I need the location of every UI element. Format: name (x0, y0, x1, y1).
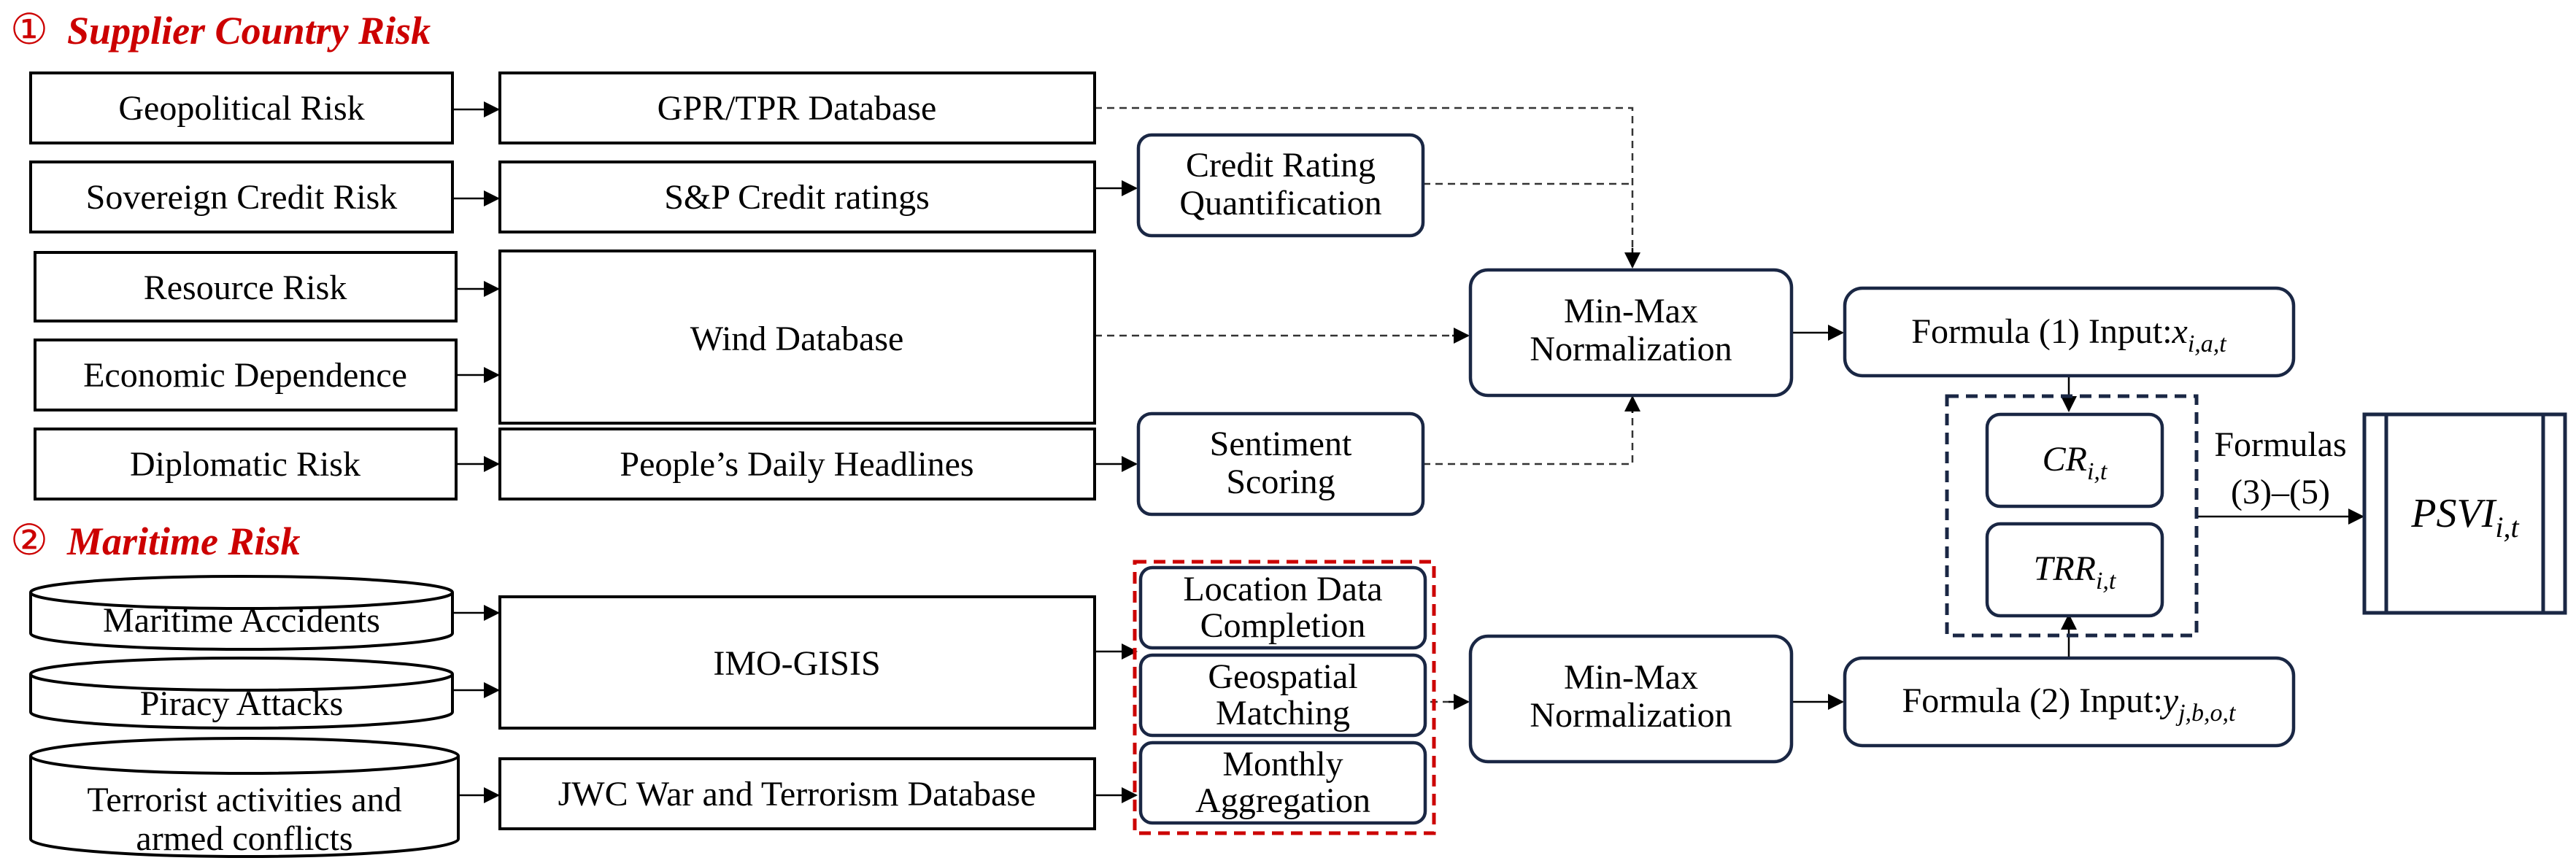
risk-resource-label: Resource Risk (144, 268, 347, 307)
source-jwc-label: JWC War and Terrorism Database (558, 775, 1036, 813)
section2-number: ② (10, 517, 48, 564)
source-imo: IMO-GISIS (498, 595, 1096, 730)
source-people-label: People’s Daily Headlines (620, 445, 973, 484)
source-sp: S&P Credit ratings (498, 161, 1096, 233)
formula1-box: Formula (1) Input:xi,a,t (1843, 286, 2296, 378)
process-geo-line2: Matching (1216, 694, 1350, 732)
process-monthly-line2: Aggregation (1195, 781, 1370, 820)
normalization-supplier-line1: Min-Max (1564, 292, 1698, 330)
cr-var: CR (2043, 440, 2087, 479)
psvi-sub: i,t (2495, 511, 2519, 544)
source-wind-label: Wind Database (690, 320, 904, 358)
section1-number: ① (10, 6, 48, 53)
cr-sub: i,t (2087, 458, 2108, 485)
piracy-attacks-db: Piracy Attacks (29, 657, 454, 730)
section2-title: Maritime Risk (66, 519, 301, 563)
process-credit-rating: Credit Rating Quantification (1136, 133, 1425, 238)
formula2-sub: j,b,o,t (2175, 700, 2237, 727)
formula2-var: y (2159, 681, 2179, 720)
normalization-maritime-line1: Min-Max (1564, 658, 1698, 697)
risk-diplomatic-label: Diplomatic Risk (130, 445, 360, 484)
maritime-accidents-label: Maritime Accidents (103, 601, 380, 640)
section2-heading: ② Maritime Risk (10, 517, 301, 564)
risk-sovereign-label: Sovereign Credit Risk (86, 178, 398, 217)
source-jwc: JWC War and Terrorism Database (498, 757, 1096, 830)
cr-text: CRi,t (2043, 440, 2108, 485)
formula1-sub: i,a,t (2188, 330, 2227, 357)
process-geo-line1: Geospatial (1208, 657, 1357, 696)
trr-sub: i,t (2096, 568, 2117, 595)
connectors (452, 101, 2364, 803)
risk-economic: Economic Dependence (34, 339, 458, 411)
formula1-var: x (2172, 312, 2188, 351)
formula1-prefix: Formula (1) Input: (1911, 312, 2172, 351)
cr-box: CRi,t (1985, 412, 2164, 509)
terrorist-activities-db: Terrorist activities and armed conflicts (29, 737, 460, 858)
psvi-text: PSVIi,t (2410, 491, 2519, 544)
terrorist-activities-line1: Terrorist activities and (87, 781, 401, 819)
piracy-attacks-label: Piracy Attacks (140, 684, 344, 723)
section1-title: Supplier Country Risk (67, 9, 431, 53)
process-credit-line1: Credit Rating (1186, 146, 1376, 185)
maritime-accidents-db: Maritime Accidents (29, 575, 454, 651)
risk-geopolitical: Geopolitical Risk (29, 71, 454, 144)
psvi-box: PSVIi,t (2362, 412, 2567, 615)
risk-resource: Resource Risk (34, 251, 458, 322)
formula2-prefix: Formula (2) Input: (1902, 681, 2163, 720)
process-credit-line2: Quantification (1179, 184, 1381, 223)
risk-sovereign: Sovereign Credit Risk (29, 161, 454, 233)
indicator-container: CRi,t TRRi,t (1945, 394, 2199, 638)
process-location-completion: Location Data Completion (1138, 565, 1427, 650)
risk-diplomatic: Diplomatic Risk (34, 428, 458, 500)
source-imo-label: IMO-GISIS (713, 644, 880, 683)
formulas-label-line1: Formulas (2214, 425, 2346, 464)
process-sentiment-line2: Scoring (1226, 463, 1335, 501)
normalization-maritime-line2: Normalization (1530, 696, 1732, 735)
formulas-label: Formulas (3)–(5) (2214, 425, 2346, 511)
process-geospatial-matching: Geospatial Matching (1138, 653, 1427, 738)
formula2-text: Formula (2) Input:yj,b,o,t (1902, 681, 2237, 727)
process-monthly-aggregation: Monthly Aggregation (1138, 741, 1427, 825)
formula2-box: Formula (2) Input:yj,b,o,t (1843, 656, 2296, 748)
formulas-label-line2: (3)–(5) (2231, 473, 2330, 511)
risk-geopolitical-label: Geopolitical Risk (118, 89, 364, 128)
process-location-line2: Completion (1200, 606, 1366, 645)
terrorist-activities-line2: armed conflicts (136, 819, 352, 858)
process-sentiment: Sentiment Scoring (1136, 411, 1425, 517)
process-location-line1: Location Data (1183, 570, 1382, 608)
trr-var: TRR (2034, 549, 2096, 588)
process-monthly-line1: Monthly (1222, 745, 1343, 784)
psvi-var: PSVI (2410, 491, 2496, 536)
process-sentiment-line1: Sentiment (1210, 425, 1352, 463)
section1-heading: ① Supplier Country Risk (10, 6, 431, 53)
dash-gpr-to-norm (1095, 107, 1634, 252)
normalization-supplier: Min-Max Normalization (1468, 268, 1794, 398)
source-gpr-label: GPR/TPR Database (658, 89, 937, 128)
source-sp-label: S&P Credit ratings (664, 178, 930, 217)
normalization-maritime: Min-Max Normalization (1468, 634, 1794, 764)
trr-box: TRRi,t (1985, 522, 2164, 618)
normalization-supplier-line2: Normalization (1530, 330, 1732, 368)
trr-text: TRRi,t (2034, 549, 2117, 595)
source-gpr: GPR/TPR Database (498, 71, 1096, 144)
maritime-processing-group: Location Data Completion Geospatial Matc… (1133, 560, 1436, 835)
source-people: People’s Daily Headlines (498, 428, 1096, 500)
formula1-text: Formula (1) Input:xi,a,t (1911, 312, 2227, 357)
dash-sentiment-to-norm (1423, 409, 1634, 465)
source-wind: Wind Database (498, 250, 1096, 425)
risk-economic-label: Economic Dependence (83, 356, 407, 395)
